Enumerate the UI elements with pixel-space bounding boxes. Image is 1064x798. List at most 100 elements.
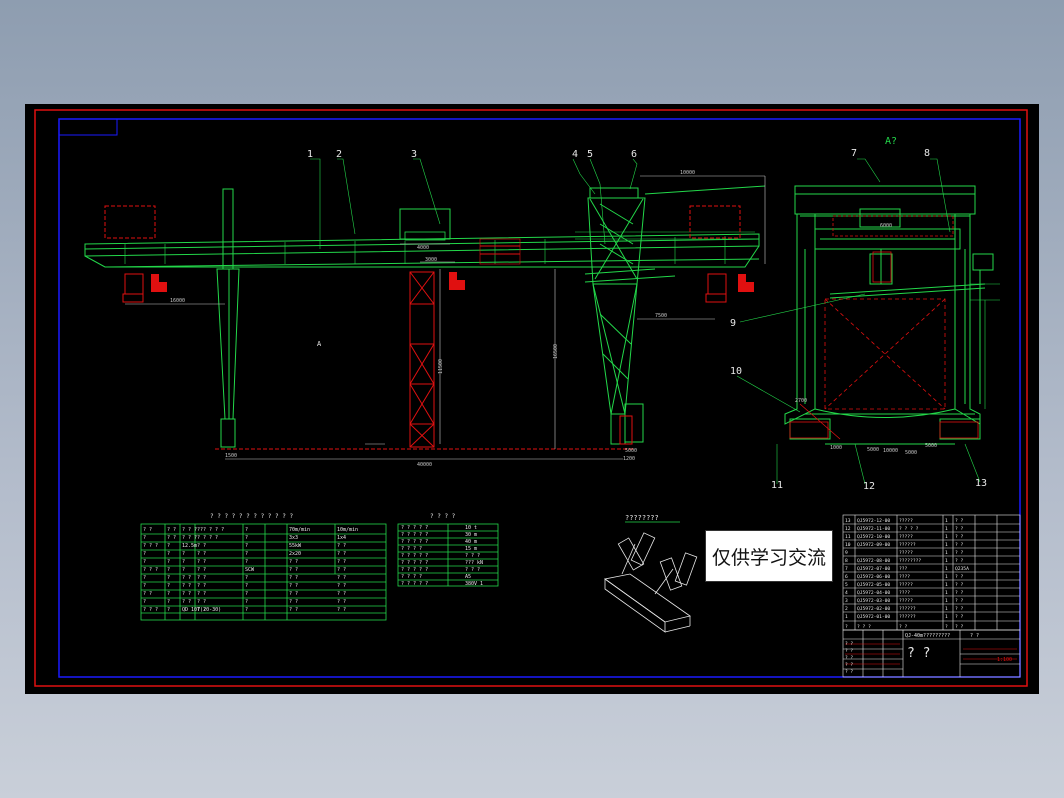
parts-cell: QJ5972-01-00 <box>857 614 890 620</box>
spec-cell: ? <box>245 575 248 581</box>
dim-7: 10000 <box>680 170 695 176</box>
param-value: 30 m <box>465 532 477 538</box>
title-block-red <box>845 643 1017 665</box>
spec-cell: ? ? <box>197 607 206 613</box>
callout-13: 13 <box>975 478 987 489</box>
parts-cell: ? ? <box>955 598 964 604</box>
spec-cell: ? ? <box>337 551 346 557</box>
param-table-grid <box>397 523 499 587</box>
spec-cell: ? ? <box>337 591 346 597</box>
spec-cell: ? ? <box>182 591 191 597</box>
parts-cell: 1 <box>945 566 948 572</box>
dim-10: 5000 <box>625 448 637 454</box>
spec-cell: ? ? <box>143 527 152 533</box>
parts-cell: QJ5972-08-00 <box>857 558 890 564</box>
spec-cell: ? <box>245 527 248 533</box>
parts-header-cell: ? ? <box>899 624 908 630</box>
spec-cell: ? ? <box>337 543 346 549</box>
cad-viewport[interactable]: 1 2 3 4 5 6 7 8 9 10 11 12 13 A? A 1500 … <box>25 104 1039 694</box>
param-name: ? ? ? ? ? <box>401 539 428 545</box>
callout-9: 9 <box>730 318 736 329</box>
spec-cell: ? <box>167 591 170 597</box>
param-value: 40 m <box>465 539 477 545</box>
spec-cell: ? ? <box>289 575 298 581</box>
parts-cell: QJ5972-03-00 <box>857 598 890 604</box>
parts-cell: ? ? <box>955 582 964 588</box>
spec-cell: ? <box>245 543 248 549</box>
parts-cell: ????? <box>899 550 913 556</box>
spec-cell: ? <box>245 559 248 565</box>
revision-labels: ? ?? ?? ?? ?? ? <box>845 641 853 675</box>
corner-tag-box <box>58 118 118 136</box>
dimension-lines <box>125 175 766 460</box>
dim-12: 2700 <box>795 398 807 404</box>
parts-cell: ? ? <box>955 526 964 532</box>
detail-view <box>604 521 698 633</box>
parts-cell: 1 <box>945 526 948 532</box>
spec-cell: QD 10T(20-30) <box>182 607 221 613</box>
param-value: ? ? ? <box>465 567 480 573</box>
spec-cell: ? <box>167 583 170 589</box>
spec-cell: ? ? ? ? ? <box>197 527 224 533</box>
callout-2: 2 <box>336 149 342 160</box>
spec-cell: ? <box>143 551 146 557</box>
spec-table-header: ? ? ? ? ? ? ? ? ? ? ? ? <box>210 513 293 520</box>
dim-3: 4000 <box>417 245 429 251</box>
spec-cell: ? ? ? ? <box>182 527 203 533</box>
parts-cell: ???????? <box>899 558 921 564</box>
spec-cell: ? ? <box>197 567 206 573</box>
parts-cell: ? ? <box>955 590 964 596</box>
spec-cell: ? ? <box>167 527 176 533</box>
parts-cell: 13 <box>845 518 851 524</box>
parts-cell: 1 <box>945 590 948 596</box>
param-value: ??? kN <box>465 560 483 566</box>
spec-cell: ? <box>245 607 248 613</box>
parts-cell: 1 <box>945 582 948 588</box>
view-label: A? <box>885 136 897 147</box>
spec-cell: ? ? <box>337 567 346 573</box>
param-value: ? ? ? <box>465 553 480 559</box>
side-red-parts <box>789 215 979 440</box>
front-elevation <box>84 158 766 450</box>
spec-cell: ? ? <box>289 599 298 605</box>
spec-cell: ? ? <box>337 575 346 581</box>
parts-cell: 4 <box>845 590 848 596</box>
parts-cell: 3 <box>845 598 848 604</box>
parts-cell: Q235A <box>955 566 969 572</box>
parts-cell: 1 <box>945 606 948 612</box>
spec-cell: 3x3 <box>289 535 298 541</box>
spec-cell: ? ? <box>289 567 298 573</box>
parts-cell: QJ5972-10-00 <box>857 534 890 540</box>
spec-cell: ? ? <box>197 583 206 589</box>
param-name: ? ? ? ? <box>401 574 422 580</box>
parts-cell: ? ? <box>955 558 964 564</box>
parts-cell: QJ5972-02-00 <box>857 606 890 612</box>
parts-cell: QJ5972-12-00 <box>857 518 890 524</box>
parts-cell: 1 <box>945 598 948 604</box>
spec-cell: 70m/min <box>289 527 310 533</box>
parts-cell: 10 <box>845 542 851 548</box>
spec-cell: 10m/min <box>337 527 358 533</box>
cad-drawing: 1 2 3 4 5 6 7 8 9 10 11 12 13 A? A 1500 … <box>34 109 1028 687</box>
spec-cell: ? ? ? <box>143 567 158 573</box>
dim-13: 6000 <box>880 223 892 229</box>
spec-cell: ? ? <box>289 607 298 613</box>
spec-cell: ? <box>245 551 248 557</box>
spec-cell: ? ? <box>197 551 206 557</box>
spec-cell: ? ? <box>337 583 346 589</box>
param-name: ? ? ? ? ? <box>401 567 428 573</box>
parts-header-cell: ? <box>945 624 948 630</box>
spec-cell: ? ? ? <box>182 535 197 541</box>
parts-cell: ? ? <box>955 606 964 612</box>
spec-cell: 55kW <box>289 543 302 549</box>
parts-cell: QJ5972-07-00 <box>857 566 890 572</box>
spec-cell: ? ? <box>182 575 191 581</box>
dim-18: 5000 <box>925 443 937 449</box>
spec-cell: ? <box>167 607 170 613</box>
revision-label: ? ? <box>845 648 853 654</box>
drawing-number: QJ-40m????????? <box>905 633 950 639</box>
parts-cell: 9 <box>845 550 848 556</box>
parts-cell: 7 <box>845 566 848 572</box>
